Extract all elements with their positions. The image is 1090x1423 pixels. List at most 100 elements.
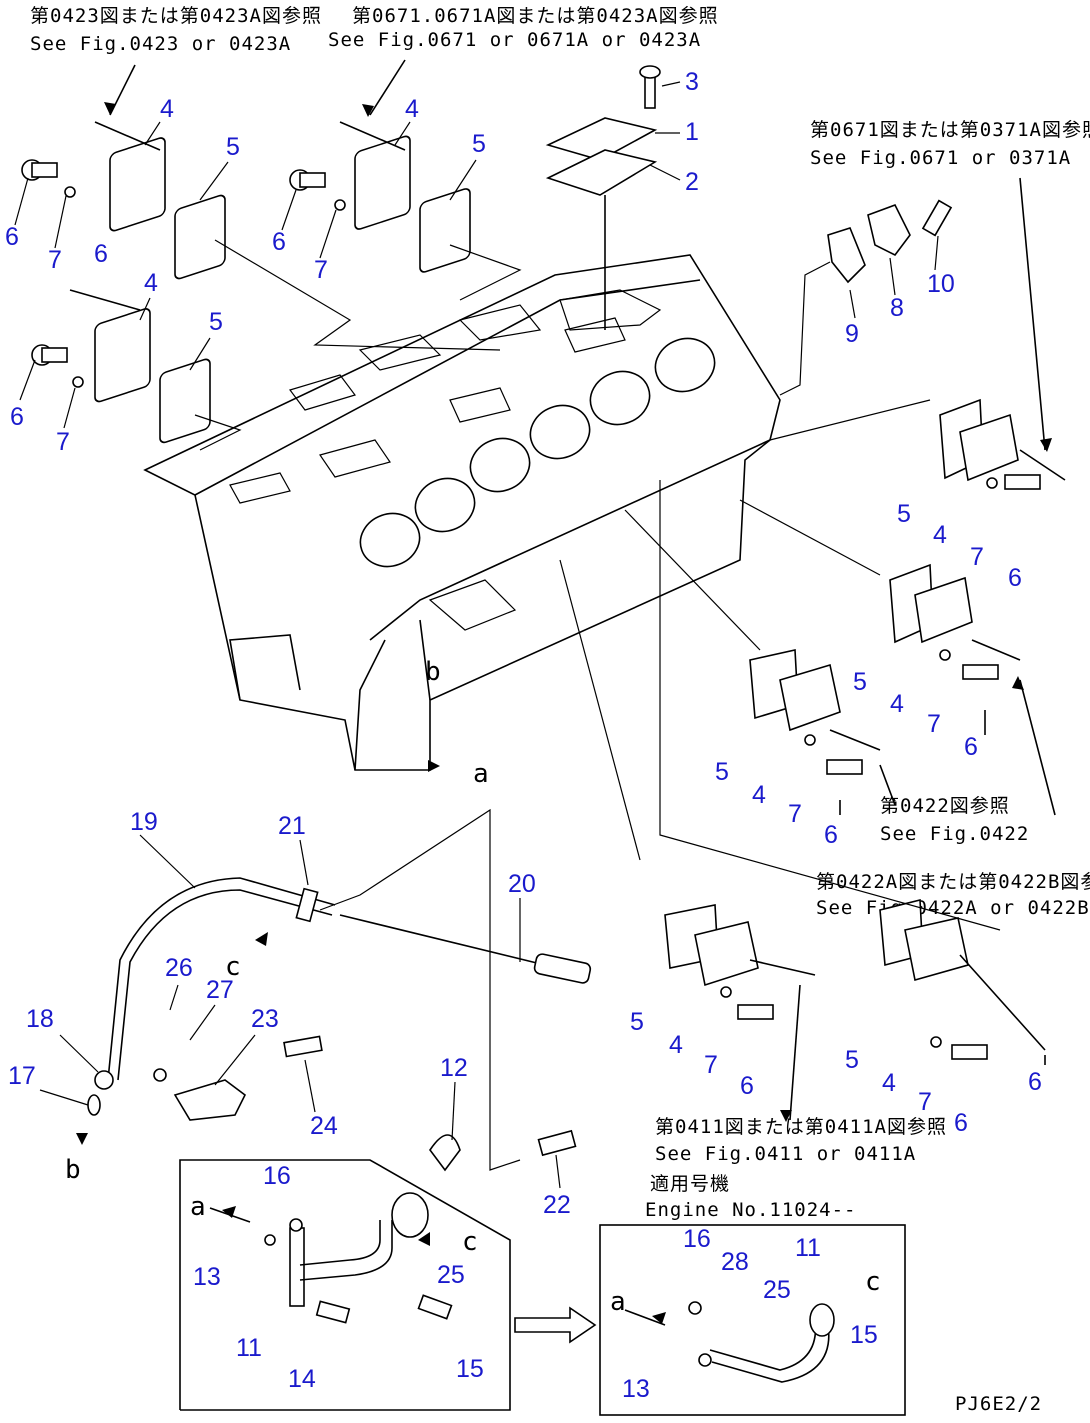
- callout-15[interactable]: 15: [456, 1355, 484, 1383]
- callout-23[interactable]: 23: [251, 1005, 279, 1033]
- marker-c-detail2: c: [865, 1267, 881, 1297]
- ref-0422a-jp: 第0422A図または第0422B図参照: [816, 871, 1090, 893]
- callout-4[interactable]: 4: [882, 1069, 896, 1097]
- callout-4[interactable]: 4: [144, 269, 158, 297]
- callout-3[interactable]: 3: [685, 68, 699, 96]
- callout-5[interactable]: 5: [897, 500, 911, 528]
- callout-24[interactable]: 24: [310, 1112, 338, 1140]
- ref-0422a-en: See Fig.0422A or 0422B: [816, 897, 1090, 919]
- cylinder-block: [143, 254, 781, 771]
- detail-arrow: [514, 1306, 597, 1344]
- callout-26[interactable]: 26: [165, 954, 193, 982]
- marker-b-lower: b: [65, 1155, 81, 1185]
- callout-7[interactable]: 7: [704, 1051, 718, 1079]
- callout-5[interactable]: 5: [209, 308, 223, 336]
- callout-2[interactable]: 2: [685, 168, 699, 196]
- callout-7[interactable]: 7: [56, 428, 70, 456]
- oil-filler-piping: [87, 808, 592, 1172]
- arrowheads: [76, 102, 1052, 1324]
- callout-4[interactable]: 4: [933, 521, 947, 549]
- callout-7[interactable]: 7: [314, 256, 328, 284]
- callout-11[interactable]: 11: [236, 1334, 262, 1362]
- callout-5[interactable]: 5: [845, 1046, 859, 1074]
- callout-5[interactable]: 5: [226, 133, 240, 161]
- callout-6[interactable]: 6: [740, 1072, 754, 1100]
- callout-14[interactable]: 14: [288, 1365, 316, 1393]
- callout-12[interactable]: 12: [440, 1054, 468, 1082]
- callout-7[interactable]: 7: [918, 1088, 932, 1116]
- callout-21[interactable]: 21: [278, 812, 306, 840]
- callout-25[interactable]: 25: [763, 1276, 791, 1304]
- callout-4[interactable]: 4: [669, 1031, 683, 1059]
- marker-a-detail2: a: [610, 1287, 626, 1317]
- callout-28[interactable]: 28: [721, 1248, 749, 1276]
- left-covers: [21, 121, 522, 451]
- callout-6[interactable]: 6: [5, 223, 19, 251]
- callout-4[interactable]: 4: [405, 95, 419, 123]
- callout-7[interactable]: 7: [788, 800, 802, 828]
- callout-11[interactable]: 11: [795, 1234, 821, 1262]
- ref-0671a-en: See Fig.0671 or 0671A or 0423A: [328, 29, 701, 51]
- callout-6[interactable]: 6: [10, 403, 24, 431]
- callout-6[interactable]: 6: [272, 228, 286, 256]
- callout-4[interactable]: 4: [890, 690, 904, 718]
- callout-6[interactable]: 6: [1008, 564, 1022, 592]
- right-covers: [559, 398, 1066, 1060]
- callout-5[interactable]: 5: [853, 668, 867, 696]
- ref-0411-jp: 第0411図または第0411A図参照: [655, 1116, 947, 1138]
- callout-9[interactable]: 9: [845, 320, 859, 348]
- callout-6[interactable]: 6: [964, 733, 978, 761]
- callout-15[interactable]: 15: [850, 1321, 878, 1349]
- ref-0671a-jp: 第0671.0671A図または第0423A図参照: [352, 5, 719, 27]
- callout-5[interactable]: 5: [715, 758, 729, 786]
- top-cover-group: [545, 65, 661, 330]
- callout-5[interactable]: 5: [472, 130, 486, 158]
- marker-c-detail1: c: [462, 1227, 478, 1257]
- marker-b-block: b: [425, 657, 441, 687]
- engine-no-jp: 適用号機: [650, 1173, 730, 1195]
- engine-no-en: Engine No.11024--: [645, 1199, 856, 1221]
- callout-8[interactable]: 8: [890, 294, 904, 322]
- drawing-code: PJ6E2/2: [955, 1393, 1042, 1415]
- ref-0422-en: See Fig.0422: [880, 823, 1029, 845]
- callout-6[interactable]: 6: [954, 1109, 968, 1137]
- callout-leaders: [14, 81, 939, 1189]
- callout-7[interactable]: 7: [48, 246, 62, 274]
- callout-17[interactable]: 17: [8, 1062, 36, 1090]
- callout-20[interactable]: 20: [508, 870, 536, 898]
- part-callouts: 4 5 6 7 6 4 5 6 7 4 5 6 7 3 1 2 9 8 10 5…: [5, 68, 1042, 1403]
- callout-25[interactable]: 25: [437, 1261, 465, 1289]
- callout-5[interactable]: 5: [630, 1008, 644, 1036]
- right-top-parts: [779, 199, 953, 396]
- callout-18[interactable]: 18: [26, 1005, 54, 1033]
- ref-0422-jp: 第0422図参照: [880, 795, 1010, 817]
- marker-a-top: a: [473, 759, 489, 789]
- detail-box-right: [599, 1224, 906, 1416]
- detail-box-left: [179, 1159, 511, 1411]
- callout-19[interactable]: 19: [130, 808, 158, 836]
- callout-1[interactable]: 1: [685, 118, 699, 146]
- ref-0671b-jp: 第0671図または第0371A図参照: [810, 119, 1090, 141]
- callout-7[interactable]: 7: [927, 710, 941, 738]
- callout-7[interactable]: 7: [970, 543, 984, 571]
- callout-6[interactable]: 6: [824, 821, 838, 849]
- callout-4[interactable]: 4: [752, 781, 766, 809]
- ref-0423-jp: 第0423図または第0423A図参照: [30, 5, 322, 27]
- callout-4[interactable]: 4: [160, 95, 174, 123]
- callout-16[interactable]: 16: [263, 1162, 291, 1190]
- callout-13[interactable]: 13: [622, 1375, 650, 1403]
- marker-a-detail1: a: [190, 1192, 206, 1222]
- callout-10[interactable]: 10: [927, 270, 955, 298]
- callout-6[interactable]: 6: [94, 240, 108, 268]
- marker-c-pipe: c: [225, 952, 241, 982]
- callout-22[interactable]: 22: [543, 1191, 571, 1219]
- ref-0423-en: See Fig.0423 or 0423A: [30, 33, 291, 55]
- callout-27[interactable]: 27: [206, 976, 234, 1004]
- ref-0671b-en: See Fig.0671 or 0371A: [810, 147, 1071, 169]
- callout-6[interactable]: 6: [1028, 1068, 1042, 1096]
- callout-16[interactable]: 16: [683, 1225, 711, 1253]
- ref-0411-en: See Fig.0411 or 0411A: [655, 1143, 916, 1165]
- callout-13[interactable]: 13: [193, 1263, 221, 1291]
